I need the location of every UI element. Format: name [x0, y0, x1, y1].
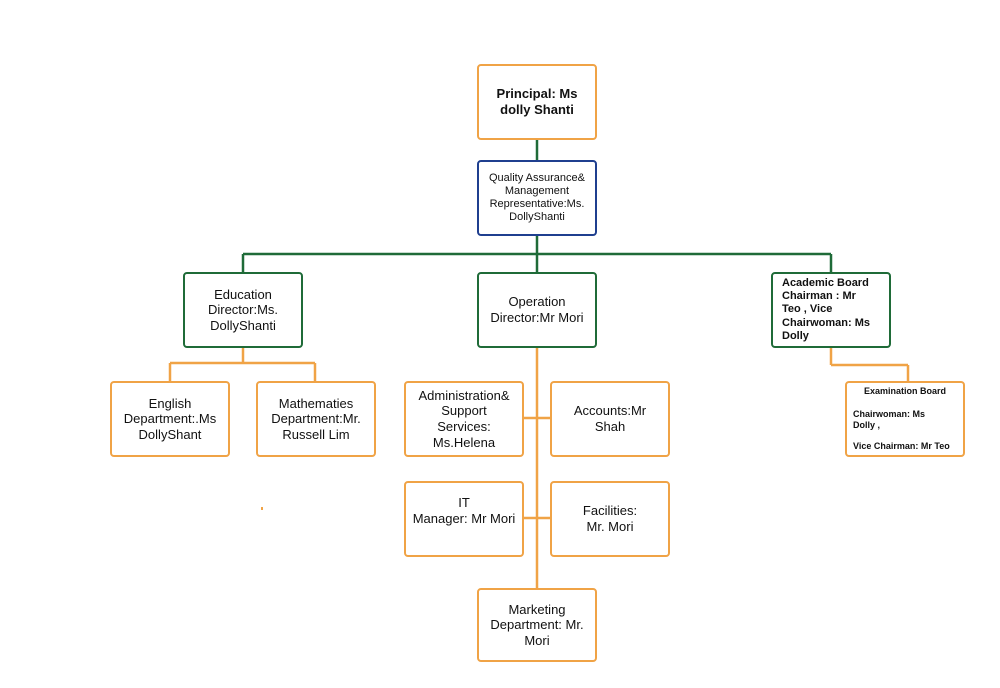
accounts-label: Accounts:Mr Shah	[573, 403, 647, 434]
examination-board-body: Chairwoman: Ms Dolly , Vice Chairman: Mr…	[853, 408, 950, 452]
principal-label: Principal: Ms dolly Shanti	[496, 86, 578, 117]
education-director-label: Education Director:Ms. DollyShanti	[207, 286, 279, 333]
marketing-department-node: Marketing Department: Mr. Mori	[477, 588, 597, 662]
academic-board-node: Academic Board Chairman : Mr Teo , Vice …	[771, 272, 891, 348]
marketing-department-label: Marketing Department: Mr. Mori	[490, 601, 584, 648]
quality-assurance-label: Quality Assurance& Management Representa…	[489, 171, 585, 224]
examination-board-title: Examination Board	[863, 386, 946, 396]
mathematics-department-label: Mathematies Department:Mr. Russell Lim	[271, 395, 361, 442]
stray-dot	[261, 507, 263, 510]
english-department-node: English Department:.Ms DollyShant	[110, 381, 230, 457]
operation-director-label: Operation Director:Mr Mori	[490, 294, 584, 325]
it-manager-node: IT Manager: Mr Mori	[404, 481, 524, 557]
administration-label: Administration& Support Services: Ms.Hel…	[418, 387, 510, 450]
mathematics-department-node: Mathematies Department:Mr. Russell Lim	[256, 381, 376, 457]
facilities-node: Facilities: Mr. Mori	[550, 481, 670, 557]
principal-node: Principal: Ms dolly Shanti	[477, 64, 597, 140]
facilities-label: Facilities: Mr. Mori	[582, 503, 638, 534]
administration-node: Administration& Support Services: Ms.Hel…	[404, 381, 524, 457]
english-department-label: English Department:.Ms DollyShant	[123, 395, 217, 442]
quality-assurance-node: Quality Assurance& Management Representa…	[477, 160, 597, 236]
education-director-node: Education Director:Ms. DollyShanti	[183, 272, 303, 348]
operation-director-node: Operation Director:Mr Mori	[477, 272, 597, 348]
accounts-node: Accounts:Mr Shah	[550, 381, 670, 457]
academic-board-label: Academic Board Chairman : Mr Teo , Vice …	[782, 277, 871, 342]
it-manager-label: IT Manager: Mr Mori	[412, 495, 516, 526]
examination-board-node: Examination Board Chairwoman: Ms Dolly ,…	[845, 381, 965, 457]
